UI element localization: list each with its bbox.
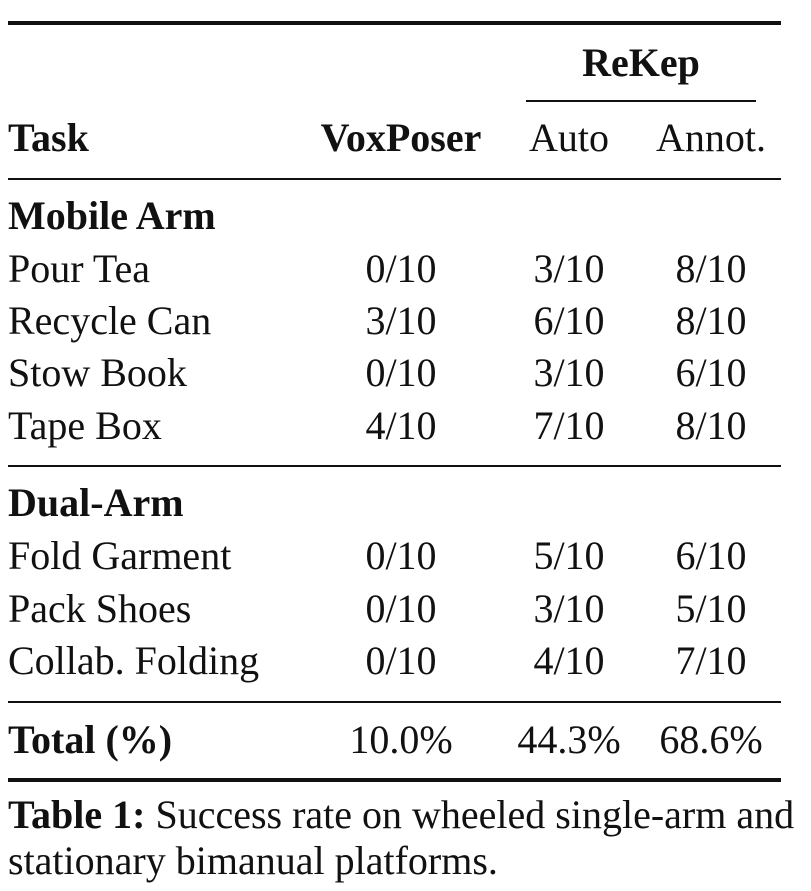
- row-auto: 3/10: [533, 246, 605, 291]
- row-auto: 4/10: [533, 638, 605, 683]
- row-auto: 7/10: [533, 403, 605, 448]
- row-voxposer: 3/10: [365, 298, 437, 343]
- row-auto: 6/10: [533, 298, 605, 343]
- row-voxposer: 4/10: [365, 403, 437, 448]
- total-auto: 44.3%: [517, 717, 621, 762]
- row-auto: 3/10: [533, 586, 605, 631]
- row-voxposer: 0/10: [365, 246, 437, 291]
- top-rule: [8, 21, 781, 25]
- header-auto: Auto: [529, 115, 609, 160]
- row-task: Tape Box: [8, 403, 162, 448]
- row-annot: 6/10: [675, 350, 747, 395]
- row-task: Recycle Can: [8, 298, 212, 343]
- group-underline: [526, 100, 756, 102]
- section-rule: [8, 701, 781, 703]
- caption-label: Table 1:: [8, 792, 146, 837]
- row-annot: 8/10: [675, 246, 747, 291]
- header-annot: Annot.: [656, 115, 766, 160]
- section-title: Dual-Arm: [8, 480, 184, 525]
- section-rule: [8, 465, 781, 467]
- caption-text: Success rate on wheeled single-arm and s…: [8, 792, 795, 883]
- header-task: Task: [8, 115, 89, 160]
- section-title: Mobile Arm: [8, 193, 216, 238]
- row-auto: 3/10: [533, 350, 605, 395]
- row-task: Stow Book: [8, 350, 187, 395]
- row-annot: 8/10: [675, 298, 747, 343]
- row-voxposer: 0/10: [365, 638, 437, 683]
- row-task: Collab. Folding: [8, 638, 260, 683]
- row-annot: 8/10: [675, 403, 747, 448]
- total-voxposer: 10.0%: [349, 717, 453, 762]
- row-task: Pour Tea: [8, 246, 150, 291]
- row-voxposer: 0/10: [365, 586, 437, 631]
- row-auto: 5/10: [533, 533, 605, 578]
- total-label: Total (%): [8, 717, 173, 762]
- row-annot: 5/10: [675, 586, 747, 631]
- row-annot: 6/10: [675, 533, 747, 578]
- row-annot: 7/10: [675, 638, 747, 683]
- header-rule: [8, 178, 781, 180]
- row-task: Pack Shoes: [8, 586, 192, 631]
- row-task: Fold Garment: [8, 533, 232, 578]
- bottom-rule: [8, 778, 781, 782]
- total-annot: 68.6%: [659, 717, 763, 762]
- row-voxposer: 0/10: [365, 533, 437, 578]
- table-caption: Table 1: Success rate on wheeled single-…: [8, 792, 798, 884]
- group-header-rekep: ReKep: [582, 40, 700, 85]
- row-voxposer: 0/10: [365, 350, 437, 395]
- header-voxposer: VoxPoser: [320, 115, 482, 160]
